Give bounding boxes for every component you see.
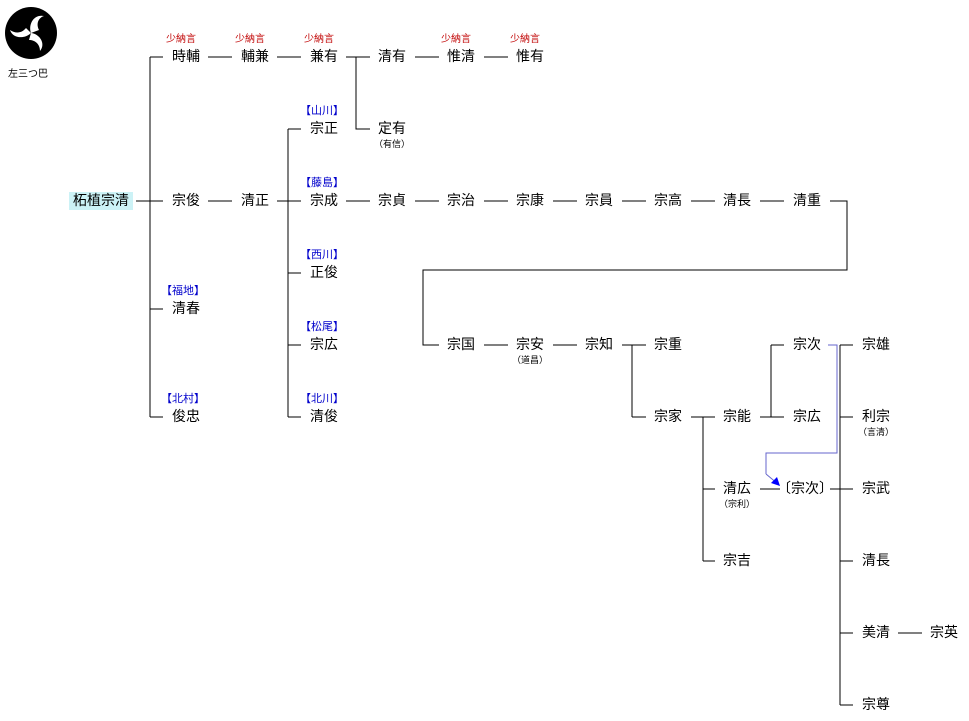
person-sukekane: 輔兼 — [241, 49, 269, 65]
person-kiyohiro: 清広 — [723, 481, 751, 497]
person-kiyonaga-2: 清長 — [862, 553, 890, 569]
person-muneyasu: 宗康 — [516, 193, 544, 209]
person-munetsugu: 宗次 — [793, 337, 821, 353]
crest-label: 左三つ巴 — [8, 69, 48, 80]
person-munekuni: 宗国 — [447, 337, 475, 353]
person-toshitada: 俊忠 — [172, 409, 200, 425]
person-munekazu: 宗員 — [585, 193, 613, 209]
person-muneshige: 宗重 — [654, 337, 682, 353]
family-fukuchi: 【福地】 — [161, 284, 205, 297]
person-toshimune: 利宗 — [862, 409, 890, 425]
person-munetake: 宗武 — [862, 481, 890, 497]
family-kitamura: 【北村】 — [161, 392, 205, 405]
person-muneie: 宗家 — [654, 409, 682, 425]
person-munetsugu-adopted: 〔宗次〕 — [777, 481, 833, 497]
person-munetoshi: 宗俊 — [172, 193, 200, 209]
person-munehiro-matsuo: 宗広 — [310, 337, 338, 353]
person-munehiro: 宗広 — [793, 409, 821, 425]
person-kanearu: 兼有 — [310, 49, 338, 65]
alias-muneyasu-dosho: （道昌） — [511, 356, 549, 366]
person-kiyotoshi: 清俊 — [310, 409, 338, 425]
person-munetaka: 宗高 — [654, 193, 682, 209]
family-yamakawa: 【山川】 — [300, 104, 344, 117]
person-munetaka-2: 宗尊 — [862, 697, 890, 713]
person-muneo: 宗雄 — [862, 337, 890, 353]
person-muneyasu-dosho: 宗安 — [516, 337, 544, 353]
family-kitagawa: 【北川】 — [300, 392, 344, 405]
person-koreki: 惟清 — [447, 49, 475, 65]
mitsudomoe-icon — [5, 7, 57, 59]
title-tokisuke: 少納言 — [166, 34, 196, 45]
title-koreari: 少納言 — [510, 34, 540, 45]
person-munenari: 宗成 — [310, 193, 338, 209]
person-munehide: 宗英 — [930, 625, 958, 641]
person-kiyoari: 清有 — [378, 49, 406, 65]
alias-sadaari: （有信） — [373, 140, 411, 150]
person-kiyoshige: 清重 — [793, 193, 821, 209]
person-sadaari: 定有 — [378, 121, 406, 137]
person-kiyoharu: 清春 — [172, 301, 200, 317]
person-munesada: 宗貞 — [378, 193, 406, 209]
alias-toshimune: （言清） — [857, 428, 895, 438]
person-masatoshi: 正俊 — [310, 265, 338, 281]
family-nishikawa: 【西川】 — [300, 248, 344, 261]
family-matsuo: 【松尾】 — [300, 320, 344, 333]
person-kiyonaga: 清長 — [723, 193, 751, 209]
family-fujishima: 【藤島】 — [300, 176, 344, 189]
person-kiyomasa: 清正 — [241, 193, 269, 209]
person-muneyoshi: 宗吉 — [723, 553, 751, 569]
title-kanearu: 少納言 — [304, 34, 334, 45]
person-tokisuke: 時輔 — [172, 49, 200, 65]
person-yoshikiyo: 美清 — [862, 625, 890, 641]
alias-kiyohiro: （宗利） — [718, 500, 756, 510]
person-muneharu: 宗治 — [447, 193, 475, 209]
person-munemasa: 宗正 — [310, 121, 338, 137]
person-koreari: 惟有 — [516, 49, 544, 65]
title-koreki: 少納言 — [441, 34, 471, 45]
person-muneyoshi-n: 宗能 — [723, 409, 751, 425]
person-munekiyo-root: 柘植宗清 — [69, 192, 133, 210]
person-munetomo: 宗知 — [585, 337, 613, 353]
title-sukekane: 少納言 — [235, 34, 265, 45]
